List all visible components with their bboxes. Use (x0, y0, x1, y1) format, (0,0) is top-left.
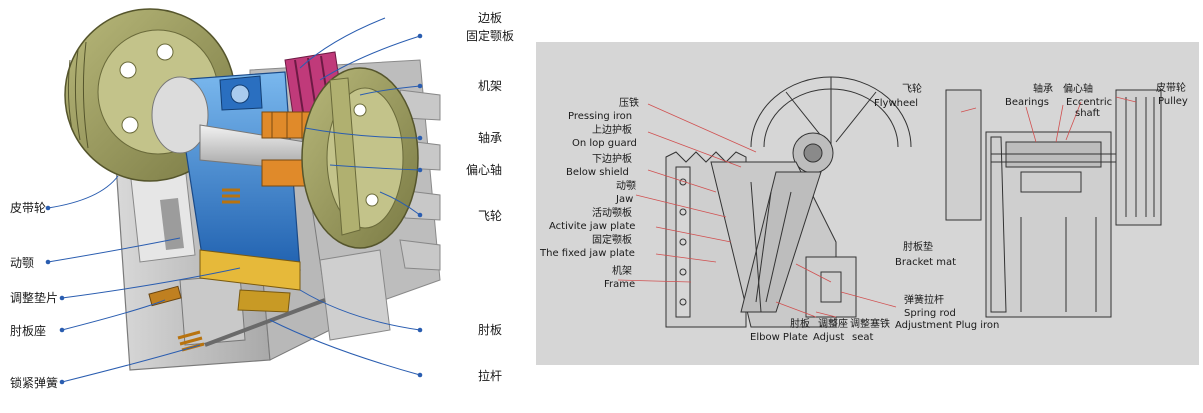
label-eccentric-shaft: 偏心轴 (466, 163, 503, 177)
drawing-label-bearings-cn: 轴承 (1033, 84, 1053, 95)
label-tension-rod: 拉杆 (478, 369, 503, 383)
drawing-label-pulley-cn: 皮带轮 (1156, 83, 1186, 94)
drawing-label-adjust-plug-en: Adjustment Plug iron (895, 320, 1000, 331)
drawing-label-top-guard-en: On lop guard (572, 138, 637, 149)
jaw-crusher-cutaway-illustration (45, 8, 441, 385)
drawing-label-elbow-en: Elbow Plate (750, 332, 808, 343)
leader-lines-drawing (617, 96, 1137, 318)
drawing-label-spring-rod-en: Spring rod (904, 308, 956, 319)
drawing-label-jaw-en: Jaw (616, 194, 634, 205)
drawing-label-active-jaw-cn: 活动颚板 (592, 208, 632, 219)
drawing-label-top-guard-cn: 上边护板 (592, 125, 632, 136)
drawing-label-bracket-en: Bracket mat (895, 257, 957, 268)
drawing-label-bearings-en: Bearings (1005, 97, 1049, 108)
technical-drawing (617, 76, 1162, 328)
drawing-label-bracket-cn: 肘板垫 (903, 242, 933, 253)
label-flywheel: 飞轮 (478, 209, 503, 223)
leader-dots-left (45, 33, 423, 385)
drawing-label-eccentric-en2: shaft (1075, 108, 1100, 119)
toggle-plate (199, 249, 301, 313)
drawing-label-pressing-iron-en: Pressing iron (568, 111, 633, 122)
drawing-label-elbow-cn: 肘板 (790, 319, 810, 330)
drawing-label-jaw-cn: 动颚 (616, 181, 636, 192)
leader-lines-left (47, 17, 421, 383)
drawing-label-flywheel-en: Flywheel (874, 98, 919, 109)
flywheel-wheel (301, 67, 419, 249)
drawing-label-adjust-seat-cn: 调整座 (818, 319, 848, 330)
label-toggle-seat: 肘板座 (10, 324, 47, 338)
drawing-label-frame-cn: 机架 (612, 266, 632, 277)
tension-rod (204, 298, 326, 347)
drawing-label-frame-en: Frame (604, 279, 636, 290)
drawing-label-below-shield-en: Below shield (566, 167, 629, 178)
drawing-label-spring-rod-cn: 弹簧拉杆 (904, 295, 944, 306)
label-bearing: 轴承 (478, 131, 503, 145)
drawing-label-plug-iron-cn: 调整塞铁 (850, 319, 890, 330)
label-fixed-jaw-plate: 固定颚板 (466, 29, 515, 43)
label-adjust-shim: 调整垫片 (10, 291, 59, 305)
drawing-label-fixed-jaw-en: The fixed jaw plate (540, 248, 635, 259)
drawing-label-flywheel-cn: 飞轮 (902, 84, 922, 95)
drawing-label-eccentric-cn: 偏心轴 (1063, 84, 1093, 95)
drawing-label-adjust-seat-en: Adjust (813, 332, 845, 343)
label-lock-spring: 锁紧弹簧 (10, 376, 59, 390)
drawing-label-active-jaw-en: Activite jaw plate (549, 221, 636, 232)
drawing-label-pressing-iron-cn: 压铁 (619, 98, 639, 109)
drawing-label-seat-en: seat (852, 332, 874, 343)
label-frame: 机架 (478, 79, 503, 93)
drawing-label-fixed-jaw-cn: 固定颚板 (592, 235, 632, 246)
label-moving-jaw: 动颚 (10, 256, 35, 270)
drawing-label-below-shield-cn: 下边护板 (592, 154, 632, 165)
label-side-plate: 边板 (478, 11, 503, 25)
drawing-label-eccentric-en1: Eccentric (1066, 97, 1113, 108)
label-pulley: 皮带轮 (10, 201, 47, 215)
drawing-label-pulley-en: Pulley (1158, 96, 1188, 107)
label-toggle-plate: 肘板 (478, 323, 503, 337)
